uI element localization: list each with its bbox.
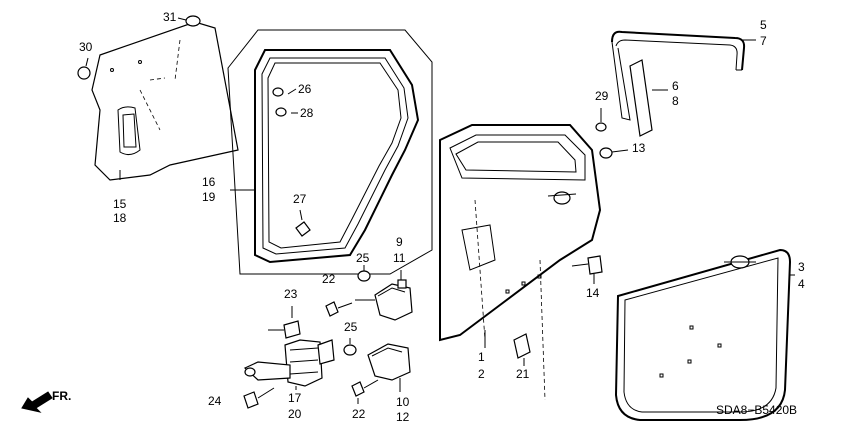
clip-30 <box>77 57 91 80</box>
lower-hinge <box>343 338 411 404</box>
part-label-31: 31 <box>163 10 177 24</box>
part-label-15: 15 <box>113 197 127 211</box>
part-number-labels: 31 30 15 18 16 19 26 28 27 5 7 6 8 29 13… <box>79 10 805 424</box>
part-label-29: 29 <box>595 89 609 103</box>
part-label-13: 13 <box>632 141 646 155</box>
diagram-code: SDA8−B5420B <box>716 403 797 417</box>
part-label-8: 8 <box>672 94 679 108</box>
part-label-28: 28 <box>300 106 314 120</box>
part-label-1: 1 <box>478 350 485 364</box>
bumper-21 <box>513 333 531 366</box>
part-label-23: 23 <box>284 287 298 301</box>
part-label-18: 18 <box>113 211 127 225</box>
clip-31 <box>177 15 201 27</box>
upper-hinge <box>325 265 413 321</box>
part-label-20: 20 <box>288 407 302 421</box>
seal-29 <box>595 108 607 132</box>
part-label-30: 30 <box>79 40 93 54</box>
part-label-25-upper: 25 <box>356 251 370 265</box>
part-label-17: 17 <box>288 391 302 405</box>
part-label-6: 6 <box>672 79 679 93</box>
seal-13 <box>599 147 629 159</box>
part-label-19: 19 <box>202 190 216 204</box>
part-label-26: 26 <box>298 82 312 96</box>
part-label-12: 12 <box>396 410 410 424</box>
front-direction-arrow: FR. <box>21 389 71 413</box>
part-label-21: 21 <box>516 367 530 381</box>
part-label-11: 11 <box>393 251 406 265</box>
part-label-10: 10 <box>396 395 410 409</box>
outer-door-panel <box>614 248 795 421</box>
door-checker <box>243 306 335 409</box>
door-sash-trim <box>611 30 756 121</box>
part-label-14: 14 <box>586 286 600 300</box>
part-label-25-lower: 25 <box>344 320 358 334</box>
part-label-7: 7 <box>760 34 767 48</box>
part-label-27: 27 <box>293 192 307 206</box>
door-insulator <box>91 21 239 181</box>
part-label-16: 16 <box>202 175 216 189</box>
direction-label: FR. <box>52 389 71 403</box>
part-label-4: 4 <box>798 277 805 291</box>
part-label-22-lower: 22 <box>352 407 366 421</box>
part-label-22-upper: 22 <box>322 272 336 286</box>
part-label-3: 3 <box>798 260 805 274</box>
part-label-2: 2 <box>478 367 485 381</box>
plug-14 <box>571 255 603 284</box>
part-label-9: 9 <box>396 235 403 249</box>
weatherstrip-panel <box>227 29 433 275</box>
part-label-5: 5 <box>760 18 767 32</box>
door-frame <box>439 124 602 401</box>
part-label-24: 24 <box>208 394 222 408</box>
door-garnish <box>629 59 668 137</box>
